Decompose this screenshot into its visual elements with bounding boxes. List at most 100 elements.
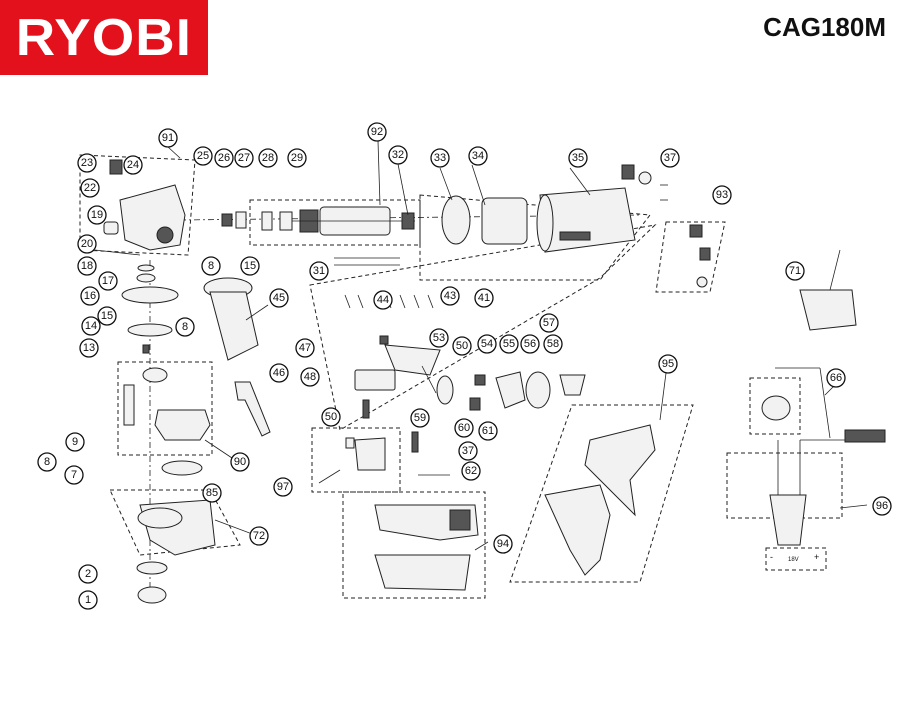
callout-number: 37 [462, 445, 474, 457]
callout-72: 72 [249, 526, 269, 546]
callout-circle [410, 408, 430, 428]
callout-92: 92 [367, 122, 387, 142]
callout-circle [98, 271, 118, 291]
callout-33: 33 [430, 148, 450, 168]
callout-number: 45 [273, 292, 285, 304]
callout-number: 13 [83, 342, 95, 354]
callout-circle [234, 148, 254, 168]
callout-number: 97 [277, 481, 289, 493]
callout-32: 32 [388, 145, 408, 165]
callout-number: 19 [91, 209, 103, 221]
callout-number: 92 [371, 126, 383, 138]
callout-circle [872, 496, 892, 516]
callout-25: 25 [193, 146, 213, 166]
callout-circle [478, 421, 498, 441]
callout-number: 18 [81, 260, 93, 272]
callout-85: 85 [202, 483, 222, 503]
callout-number: 8 [182, 321, 188, 333]
callout-circle [474, 288, 494, 308]
battery-charger [799, 249, 857, 331]
callout-number: 7 [71, 469, 77, 481]
callout-circle [499, 334, 519, 354]
callout-circle [78, 564, 98, 584]
callout-number: 16 [84, 290, 96, 302]
callout-circle [785, 261, 805, 281]
callout-circle [300, 367, 320, 387]
callout-number: 60 [458, 422, 470, 434]
callout-number: 26 [218, 152, 230, 164]
callout-circle [454, 418, 474, 438]
callout-number: 37 [664, 152, 676, 164]
callout-circle [321, 407, 341, 427]
callout-circle [440, 286, 460, 306]
callout-circle [660, 148, 680, 168]
callout-41: 41 [474, 288, 494, 308]
callout-28: 28 [258, 148, 278, 168]
callout-number: 50 [456, 340, 468, 352]
callout-14: 14 [81, 316, 101, 336]
callout-number: 15 [101, 310, 113, 322]
callout-number: 61 [482, 425, 494, 437]
callout-number: 47 [299, 342, 311, 354]
callout-circle [568, 148, 588, 168]
side-handle [203, 277, 259, 361]
callout-circle [543, 334, 563, 354]
callout-94: 94 [493, 534, 513, 554]
callout-circle [826, 368, 846, 388]
callout-number: 29 [291, 152, 303, 164]
armature [221, 206, 415, 236]
callout-circle [201, 256, 221, 276]
wheel-guard [137, 499, 216, 556]
callout-number: 28 [262, 152, 274, 164]
callout-circle [193, 146, 213, 166]
handle-housing [374, 504, 479, 591]
brand-logo-text: RYOBI [15, 8, 193, 67]
switch-parts [345, 335, 586, 476]
lock-lever [234, 381, 271, 437]
callout-23: 23 [77, 153, 97, 173]
callout-50: 50 [321, 407, 341, 427]
callout-27: 27 [234, 148, 254, 168]
callout-circle [658, 354, 678, 374]
callout-number: 17 [102, 275, 114, 287]
callout-29: 29 [287, 148, 307, 168]
callout-15: 15 [240, 256, 260, 276]
callout-number: 91 [162, 132, 174, 144]
callout-58: 58 [543, 334, 563, 354]
callout-circle [202, 483, 222, 503]
callout-45: 45 [269, 288, 289, 308]
callout-91: 91 [158, 128, 178, 148]
motor-housing [441, 187, 636, 253]
callout-circle [249, 526, 269, 546]
callout-number: 22 [84, 182, 96, 194]
callout-35: 35 [568, 148, 588, 168]
callout-number: 31 [313, 265, 325, 277]
callout-circle [77, 234, 97, 254]
callout-circle [87, 205, 107, 225]
callout-number: 27 [238, 152, 250, 164]
callout-8: 8 [37, 452, 57, 472]
callout-circle [79, 338, 99, 358]
callout-number: 58 [547, 338, 559, 350]
callout-circle [175, 317, 195, 337]
callout-20: 20 [77, 234, 97, 254]
callout-number: 34 [472, 150, 484, 162]
callout-47: 47 [295, 338, 315, 358]
callout-71: 71 [785, 261, 805, 281]
callout-number: 96 [876, 500, 888, 512]
callout-55: 55 [499, 334, 519, 354]
callout-circle [388, 145, 408, 165]
callout-circle [309, 261, 329, 281]
callout-13: 13 [79, 338, 99, 358]
callout-8: 8 [175, 317, 195, 337]
callout-46: 46 [269, 363, 289, 383]
callout-18: 18 [77, 256, 97, 276]
callout-circle [80, 286, 100, 306]
callout-circle [295, 338, 315, 358]
callout-number: 55 [503, 338, 515, 350]
callout-circle [287, 148, 307, 168]
callout-circle [493, 534, 513, 554]
callout-circle [258, 148, 278, 168]
callout-59: 59 [410, 408, 430, 428]
